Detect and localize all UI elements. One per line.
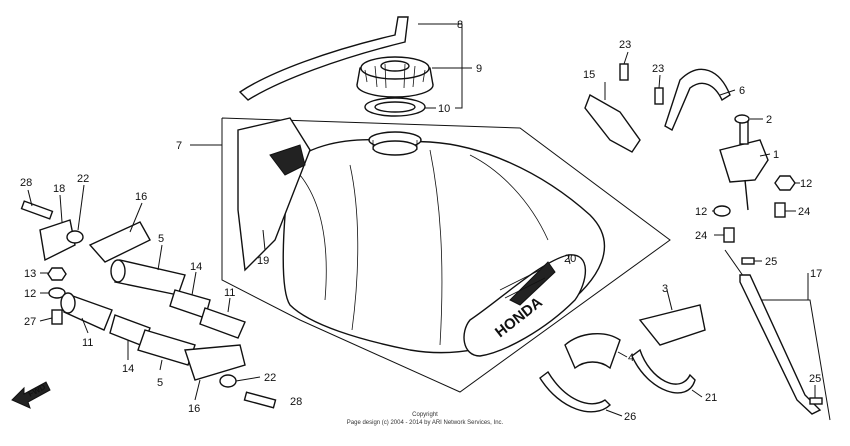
callout-23a: 23 <box>619 39 631 51</box>
callout-9: 9 <box>476 63 482 75</box>
fuel-line-part <box>724 249 831 421</box>
callout-12-mid: 12 <box>695 206 707 218</box>
callout-16-bottom: 16 <box>188 403 200 415</box>
callout-4: 4 <box>628 352 634 364</box>
callout-5-top: 5 <box>158 233 164 245</box>
callout-21: 21 <box>705 392 717 404</box>
callout-22-bottom: 22 <box>264 372 276 384</box>
callout-16-top: 16 <box>135 191 147 203</box>
callout-14-bottom: 14 <box>122 363 134 375</box>
cap-gasket-part <box>364 97 426 117</box>
callout-13: 13 <box>24 268 36 280</box>
callout-23b: 23 <box>652 63 664 75</box>
callout-28-top: 28 <box>20 177 32 189</box>
nut-13-part <box>47 267 67 281</box>
callout-11-right: 11 <box>224 287 235 299</box>
fuel-tank-part <box>282 131 606 354</box>
bracket-18-part <box>39 219 76 262</box>
callout-28-bottom: 28 <box>290 396 302 408</box>
leader-lines <box>27 23 816 417</box>
bracket-16-bottom-part <box>184 344 246 381</box>
collar-11-left-part <box>60 292 113 331</box>
callout-20: 20 <box>564 253 576 265</box>
rubber-cushion-4-part <box>564 333 621 370</box>
callout-1: 1 <box>773 149 779 161</box>
copyright-line-1: Copyright <box>412 412 438 418</box>
callout-5-bottom: 5 <box>157 377 163 389</box>
callout-22-top: 22 <box>77 173 89 185</box>
tank-emblem-part <box>463 254 587 357</box>
callout-15: 15 <box>583 69 595 81</box>
fwd-arrow-icon <box>11 381 51 409</box>
callout-17: 17 <box>810 268 822 280</box>
washer-22-bottom-part <box>219 374 237 388</box>
fitting-24-right-part <box>774 202 786 218</box>
screw-27-part <box>51 309 63 325</box>
fuel-tank-assembly-outline <box>221 117 671 393</box>
callout-10: 10 <box>438 103 450 115</box>
band-21-part <box>631 348 696 394</box>
washer-12-right-part <box>774 175 796 191</box>
bracket-6-part <box>664 68 731 131</box>
callout-labels: 8 9 10 7 23 23 15 6 2 1 12 12 24 24 25 1… <box>20 19 822 423</box>
callout-3: 3 <box>662 283 668 295</box>
callout-19: 19 <box>257 255 269 267</box>
bolt-28-top-part <box>20 200 54 220</box>
callout-8: 8 <box>457 19 463 31</box>
callout-25-bottom: 25 <box>809 373 821 385</box>
fuel-valve-part <box>719 121 769 211</box>
filler-cap-part <box>356 56 434 98</box>
bolt-23a-part <box>619 63 629 81</box>
bolt-23b-part <box>654 87 664 105</box>
callout-24-left: 24 <box>695 230 707 242</box>
callout-27: 27 <box>24 316 36 328</box>
bracket-16-top-part <box>88 221 151 263</box>
callout-7: 7 <box>176 140 182 152</box>
collar-11-right-part <box>199 307 246 339</box>
washer-12-lower-part <box>713 205 731 217</box>
callout-25-top: 25 <box>765 256 777 268</box>
callout-6: 6 <box>739 85 745 97</box>
callout-11-left: 11 <box>82 337 93 349</box>
cushion-5-top-part <box>110 259 186 296</box>
fuel-hose-part <box>238 16 409 101</box>
callout-24-right: 24 <box>798 206 810 218</box>
callout-12-right: 12 <box>800 178 812 190</box>
knee-panel-part <box>237 117 311 272</box>
callout-2: 2 <box>766 114 772 126</box>
callout-14-top: 14 <box>190 261 202 273</box>
band-26-part <box>539 370 612 413</box>
cushion-5-bottom-part <box>137 329 196 366</box>
callout-26: 26 <box>624 411 636 423</box>
callout-12-left: 12 <box>24 288 36 300</box>
callout-18: 18 <box>53 183 65 195</box>
fitting-24-left-part <box>723 227 735 243</box>
copyright-line-2: Page design (c) 2004 - 2014 by ARI Netwo… <box>347 420 504 426</box>
rubber-cushion-3-part <box>638 304 706 346</box>
bracket-15-part <box>584 93 641 153</box>
valve-oring-part <box>734 114 750 124</box>
bolt-28-bottom-part <box>243 391 277 409</box>
washer-22-top-part <box>66 230 84 244</box>
